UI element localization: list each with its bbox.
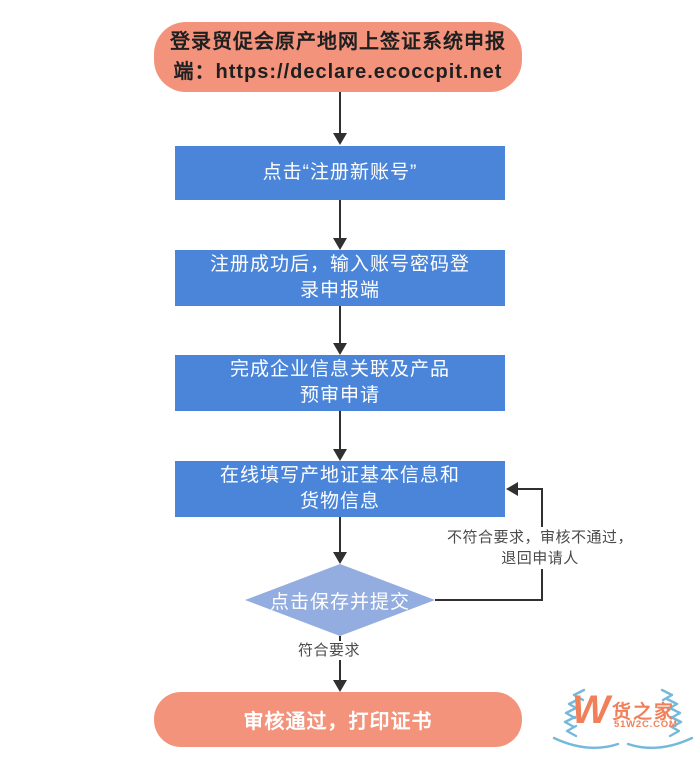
- node-start-line1: 登录贸促会原产地网上签证系统申报: [170, 31, 506, 53]
- connector-company-to-fill: [333, 411, 347, 461]
- edge-label-reject-line1: 不符合要求，审核不通过，: [446, 529, 633, 546]
- node-fill-line1: 在线填写产地证基本信息和: [219, 465, 460, 486]
- node-login-process: 注册成功后，输入账号密码登 录申报端: [175, 250, 505, 306]
- node-register-process: 点击“注册新账号”: [175, 146, 505, 200]
- node-company-info-process: 完成企业信息关联及产品 预审申请: [175, 355, 505, 411]
- watermark-logo: W 货之家 51W2C.COM: [548, 684, 698, 758]
- node-company-line1: 完成企业信息关联及产品: [229, 359, 450, 380]
- laurel-wreath-icon: [552, 688, 694, 749]
- node-submit-line1: 点击保存并提交: [269, 591, 410, 613]
- logo-brand-name: 货之家: [612, 702, 676, 723]
- edge-label-accept: 符合要求: [297, 641, 361, 660]
- node-start-terminator: 登录贸促会原产地网上签证系统申报 端：https://declare.ecocc…: [154, 22, 522, 92]
- logo-site-url: 51W2C.COM: [614, 719, 678, 730]
- node-register-line1: 点击“注册新账号”: [262, 162, 418, 183]
- edge-label-reject: 不符合要求，审核不通过， 退回申请人: [430, 527, 650, 569]
- edge-label-reject-line2: 退回申请人: [501, 550, 579, 567]
- node-end-line1: 审核通过，打印证书: [243, 711, 433, 733]
- logo-w-monogram: W: [572, 688, 610, 732]
- node-login-line1: 注册成功后，输入账号密码登: [209, 254, 470, 275]
- node-end-terminator: 审核通过，打印证书: [154, 692, 522, 747]
- node-company-line2: 预审申请: [299, 385, 380, 406]
- node-start-line2: 端：https://declare.ecoccpit.net: [173, 61, 503, 83]
- connector-register-to-login: [333, 200, 347, 250]
- node-login-line2: 录申报端: [299, 280, 380, 301]
- node-fill-line2: 货物信息: [299, 491, 380, 512]
- connector-start-to-register: [333, 92, 347, 145]
- connector-fill-to-decision: [333, 517, 347, 564]
- connector-login-to-company: [333, 306, 347, 355]
- node-fill-certificate-process: 在线填写产地证基本信息和 货物信息: [175, 461, 505, 517]
